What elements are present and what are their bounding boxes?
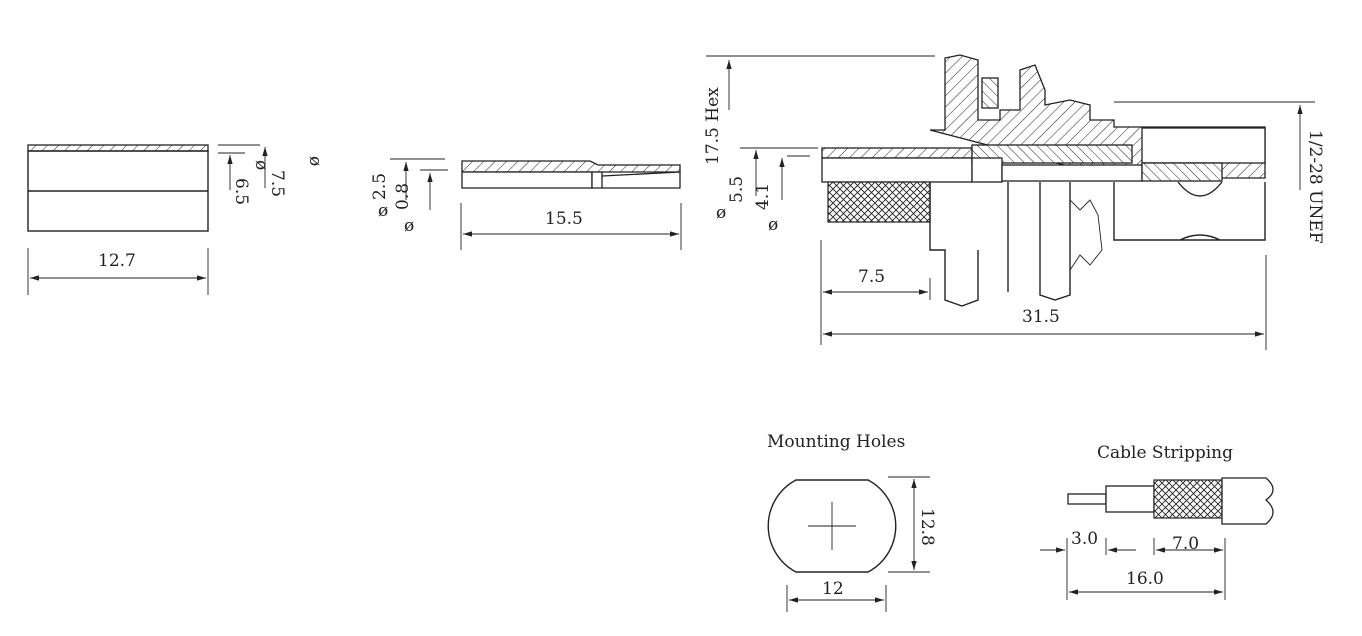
strip-dim-b-label: 7.0 [1172, 534, 1199, 554]
bulkhead-connector: 17.5 Hex 5.5 4.1 ø ø 1/2-28 UNEF 7.5 31.… [703, 54, 1325, 350]
cable-stripping-title: Cable Stripping [1097, 443, 1233, 463]
hole-height-label: 12.8 [917, 508, 937, 546]
crimp-sleeve: 12.7 6.5 7.5 ø ø [27, 144, 325, 295]
dia-a-label: 5.5 [727, 176, 747, 203]
pin-inner-dia-label: 0.8 [393, 183, 413, 210]
dia-symbol: ø [404, 216, 414, 236]
dia-symbol: ø [716, 203, 726, 223]
dia-symbol: ø [378, 201, 388, 221]
dia-b-label: 4.1 [753, 183, 773, 210]
hole-width-label: 12 [822, 579, 844, 599]
sleeve-outer-dia-label: 7.5 [267, 170, 287, 197]
dia-symbol: ø [251, 160, 271, 170]
pin-outer-dia-label: 2.5 [370, 173, 390, 200]
dia-symbol: ø [305, 156, 325, 166]
crimp-length-label: 7.5 [858, 267, 885, 287]
thread-spec-label: 1/2-28 UNEF [1305, 130, 1325, 244]
sleeve-length-label: 12.7 [98, 251, 136, 271]
hex-size-label: 17.5 Hex [703, 87, 723, 165]
sleeve-inner-dia-label: 6.5 [231, 178, 251, 205]
strip-total-label: 16.0 [1126, 569, 1164, 589]
dia-symbol: ø [768, 215, 778, 235]
total-length-label: 31.5 [1022, 307, 1060, 327]
strip-dim-a-label: 3.0 [1071, 529, 1098, 549]
cable-stripping: Cable Stripping 3.0 7.0 16.0 [1040, 443, 1274, 600]
mounting-holes-title: Mounting Holes [767, 432, 905, 452]
mounting-holes: Mounting Holes 12.8 12 [767, 432, 937, 612]
pin-length-label: 15.5 [545, 209, 583, 229]
contact-pin: 2.5 0.8 ø ø 15.5 [370, 158, 682, 250]
